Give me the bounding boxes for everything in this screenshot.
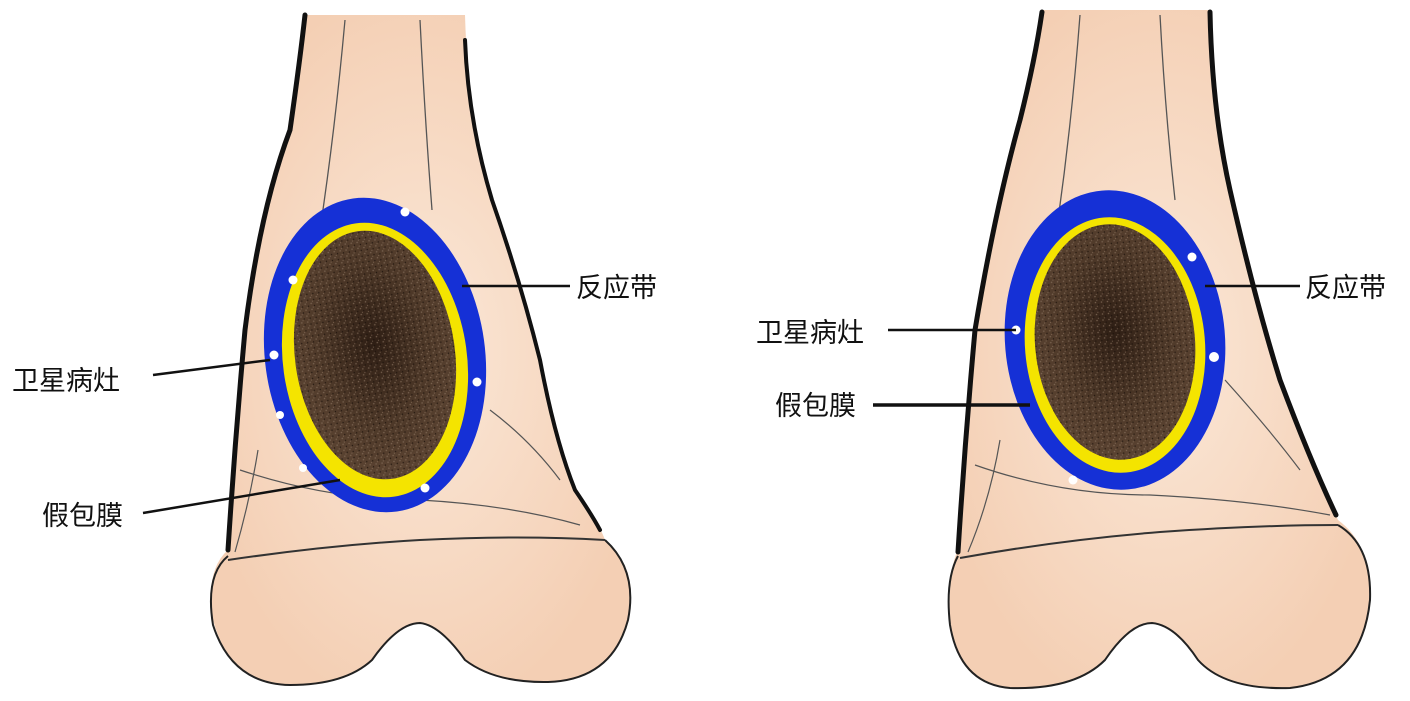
label-reactive-zone: 反应带 (1305, 273, 1386, 304)
right-figure: 反应带 卫星病灶 假包膜 (756, 10, 1386, 688)
left-figure: 反应带 卫星病灶 假包膜 (12, 15, 657, 685)
label-pseudocapsule: 假包膜 (775, 391, 856, 422)
label-pseudocapsule: 假包膜 (42, 501, 123, 532)
label-satellite-lesion: 卫星病灶 (756, 318, 864, 349)
label-reactive-zone: 反应带 (576, 273, 657, 304)
label-satellite-lesion: 卫星病灶 (12, 366, 120, 397)
